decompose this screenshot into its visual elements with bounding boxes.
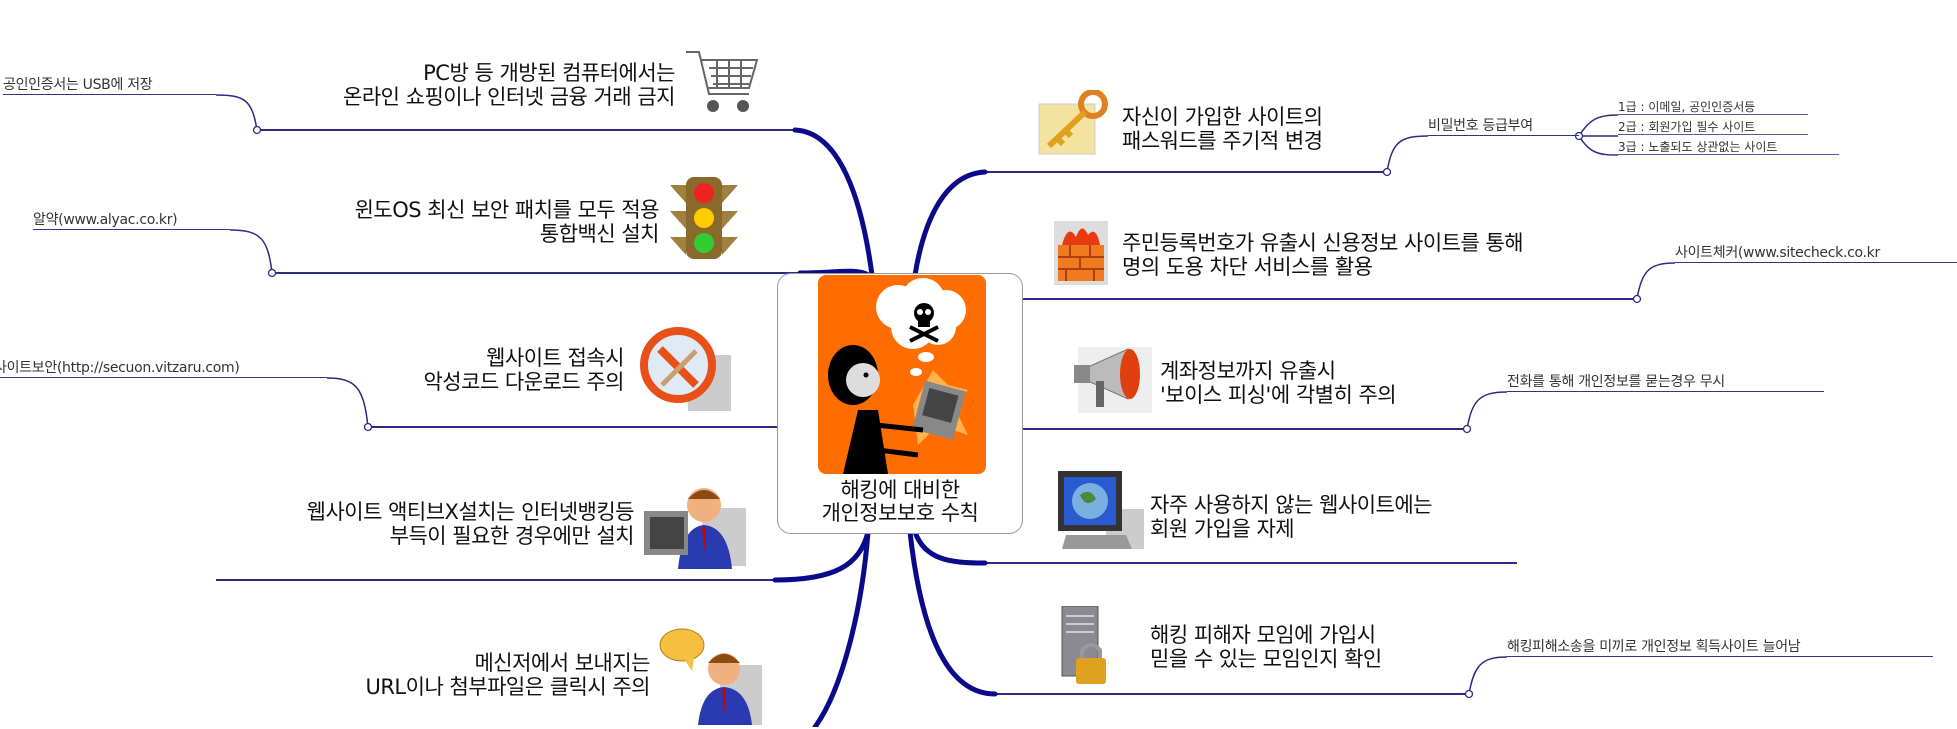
- user-computer-icon: [642, 483, 746, 575]
- topic-victim-group[interactable]: 해킹 피해자 모임에 가입시 믿을 수 있는 모임인지 확인: [1150, 623, 1382, 671]
- globe-monitor-icon: [1056, 469, 1144, 561]
- topic-malicious-code[interactable]: 웹사이트 접속시 악성코드 다운로드 주의: [423, 346, 624, 394]
- grade-1-item[interactable]: 1급 : 이메일, 공인인증서등: [1618, 100, 1808, 115]
- topic-line: 웹사이트 접속시: [486, 346, 624, 370]
- node-dot: [252, 125, 262, 135]
- traffic-light-icon: [662, 175, 746, 266]
- topic-line: 회원 가입을 자제: [1150, 517, 1295, 541]
- topic-line: URL이나 첨부파일은 클릭시 주의: [365, 675, 650, 699]
- topic-activex[interactable]: 웹사이트 액티브X설치는 인터넷뱅킹등 부득이 필요한 경우에만 설치: [306, 500, 635, 548]
- topic-line: '보이스 피싱'에 각별히 주의: [1160, 383, 1397, 407]
- trunk-left-5: [812, 529, 871, 727]
- key-icon: [1037, 89, 1113, 160]
- grade-3-item[interactable]: 3급 : 노출되도 상관없는 사이트: [1618, 140, 1839, 155]
- subtopic-phone-ignore[interactable]: 전화를 통해 개인정보를 묻는경우 무시: [1507, 374, 1824, 392]
- subtopic-lawsuit-bait[interactable]: 해킹피해소송을 미끼로 개인정보 획득사이트 늘어남: [1507, 639, 1933, 657]
- topic-windows-patch[interactable]: 윈도OS 최신 보안 패치를 모두 적용 통합백신 설치: [354, 198, 660, 246]
- topic-line: 명의 도용 차단 서비스를 활용: [1122, 255, 1373, 279]
- topic-line: 윈도OS 최신 보안 패치를 모두 적용: [354, 198, 660, 222]
- no-smoking-icon: [638, 325, 731, 417]
- topic-line: 자신이 가입한 사이트의: [1122, 105, 1323, 129]
- subtopic-usb-cert[interactable]: 공인인증서는 USB에 저장: [3, 77, 216, 95]
- topic-line: 부득이 필요한 경우에만 설치: [389, 524, 635, 548]
- topic-line: 악성코드 다운로드 주의: [423, 370, 624, 394]
- node-dot: [1462, 424, 1472, 434]
- node-dot: [1464, 689, 1474, 699]
- central-topic[interactable]: 해킹에 대비한 개인정보보호 수칙: [777, 273, 1023, 534]
- trunk-right-4: [912, 529, 988, 566]
- topic-resident-number[interactable]: 주민등록번호가 유출시 신용정보 사이트를 통해 명의 도용 차단 서비스를 활…: [1122, 231, 1524, 279]
- node-dot: [1382, 167, 1392, 177]
- topic-public-pc-warning[interactable]: PC방 등 개방된 컴퓨터에서는 온라인 쇼핑이나 인터넷 금융 거래 금지: [343, 61, 676, 109]
- server-lock-icon: [1056, 605, 1112, 694]
- topic-line: 계좌정보까지 유출시: [1160, 359, 1336, 383]
- topic-line: 메신저에서 보내지는: [474, 651, 650, 675]
- trunk-right-1: [912, 169, 988, 278]
- trunk-right-5: [907, 529, 998, 697]
- hacker-illustration-icon: [818, 275, 986, 474]
- topic-line: 자주 사용하지 않는 웹사이트에는: [1150, 493, 1433, 517]
- central-topic-title: 해킹에 대비한 개인정보보호 수칙: [778, 479, 1022, 525]
- topic-voice-phishing[interactable]: 계좌정보까지 유출시 '보이스 피싱'에 각별히 주의: [1160, 359, 1397, 407]
- shopping-cart-icon: [681, 44, 761, 123]
- subtopic-secuon[interactable]: 사이트보안(http://secuon.vitzaru.com): [0, 360, 327, 378]
- topic-line: 통합백신 설치: [539, 222, 660, 246]
- topic-line: 믿을 수 있는 모임인지 확인: [1150, 647, 1382, 671]
- trunk-left-1: [792, 127, 875, 278]
- title-line: 개인정보보호 수칙: [821, 501, 979, 525]
- topic-line: 웹사이트 액티브X설치는 인터넷뱅킹등: [306, 500, 635, 524]
- topic-line: 패스워드를 주기적 변경: [1122, 129, 1323, 153]
- topic-change-password[interactable]: 자신이 가입한 사이트의 패스워드를 주기적 변경: [1122, 105, 1323, 153]
- trunk-left-4: [772, 529, 871, 583]
- node-dot: [1632, 294, 1642, 304]
- subtopic-password-grade[interactable]: 비밀번호 등급부여: [1428, 118, 1579, 136]
- node-dot: [267, 268, 277, 278]
- topic-line: 온라인 쇼핑이나 인터넷 금융 거래 금지: [343, 85, 676, 109]
- topic-line: 해킹 피해자 모임에 가입시: [1150, 623, 1376, 647]
- title-line: 해킹에 대비한: [840, 478, 960, 502]
- subtopic-sitecheck[interactable]: 사이트체커(www.sitecheck.co.kr: [1675, 245, 1957, 263]
- topic-messenger-url[interactable]: 메신저에서 보내지는 URL이나 첨부파일은 클릭시 주의: [365, 651, 650, 699]
- subtopic-alyac[interactable]: 알약(www.alyac.co.kr): [33, 212, 230, 230]
- megaphone-icon: [1068, 337, 1152, 417]
- topic-line: PC방 등 개방된 컴퓨터에서는: [423, 61, 675, 85]
- firewall-icon: [1054, 221, 1108, 289]
- node-dot: [363, 422, 373, 432]
- topic-line: 주민등록번호가 유출시 신용정보 사이트를 통해: [1122, 231, 1524, 255]
- grade-2-item[interactable]: 2급 : 회원가입 필수 사이트: [1618, 120, 1808, 135]
- topic-avoid-signup[interactable]: 자주 사용하지 않는 웹사이트에는 회원 가입을 자제: [1150, 493, 1433, 541]
- node-dot: [1574, 131, 1584, 141]
- user-chat-icon: [658, 625, 762, 729]
